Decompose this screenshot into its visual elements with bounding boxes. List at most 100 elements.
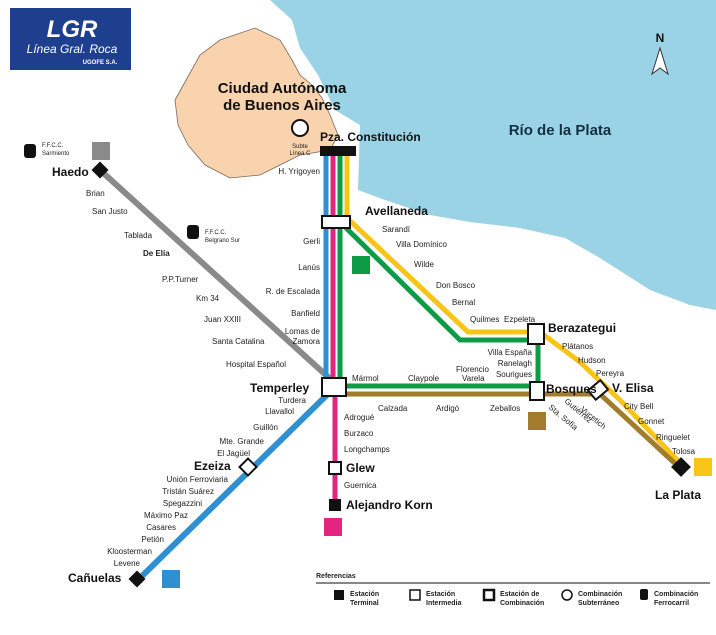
station-haedo[interactable] [91, 161, 109, 179]
label-subte-2: Línea C [289, 151, 311, 157]
station-label: Levene [114, 559, 141, 568]
label-canuelas: Cañuelas [68, 571, 122, 585]
line-green-quilmes [338, 220, 540, 343]
station-label: Hudson [578, 356, 606, 365]
label-sarmiento-2: Sarmiento [42, 151, 70, 157]
station-label: Calzada [378, 404, 408, 413]
brown-cross-labels: Calzada Ardigó Zeballos [378, 404, 520, 413]
legend-item-4-line2: Subterráneo [578, 600, 619, 607]
line-yellow-laplata [345, 216, 684, 467]
legend-item-5-line2: Ferrocarril [654, 600, 689, 607]
legend-item-3-line2: Combinación [500, 600, 544, 607]
station-label: San Justo [92, 207, 128, 216]
station-label: Guillón [253, 423, 278, 432]
river-label: Río de la Plata [509, 122, 612, 139]
station-label: Ardigó [436, 404, 460, 413]
station-label: Banfield [291, 309, 320, 318]
label-berazategui: Berazategui [548, 321, 616, 335]
station-label: Ranelagh [498, 359, 532, 368]
legend-title: Referencias [316, 573, 356, 580]
legend: Referencias Estación Terminal Estación I… [310, 568, 714, 628]
trunk-station-labels: H. Yrigoyen Gerli Lanús R. de Escalada B… [266, 167, 321, 346]
label-glew: Glew [346, 461, 375, 475]
legend-item-1-line2: Terminal [350, 600, 379, 607]
station-label: Kloosterman [107, 547, 152, 556]
station-korn[interactable] [329, 499, 341, 511]
station-constitucion[interactable] [320, 146, 356, 156]
station-glew[interactable] [328, 461, 342, 475]
legend-box [310, 568, 714, 628]
logo-company: UGOFE S.A. [83, 60, 118, 66]
station-temperley[interactable] [321, 377, 347, 397]
station-label: Villa España [488, 348, 533, 357]
station-label: P.P.Turner [162, 275, 199, 284]
station-label: Zamora [292, 337, 320, 346]
station-label: Máximo Paz [144, 511, 188, 520]
station-laplata[interactable] [671, 457, 691, 477]
haedo-station-labels: Brian San Justo Tablada P.P.Turner Km 34… [86, 189, 286, 369]
legend-item-2-line2: Intermedia [426, 600, 462, 607]
combination-square-icon [482, 588, 496, 602]
station-berazategui[interactable] [527, 323, 545, 345]
station-label: Burzaco [344, 429, 374, 438]
label-delelia: De Elía [143, 249, 170, 258]
station-label: Tristán Suárez [162, 487, 214, 496]
label-velisa: V. Elisa [612, 381, 654, 395]
label-sarmiento-1: F.F.C.C. [42, 143, 64, 149]
station-label: Varela [462, 374, 485, 383]
north-label: N [656, 31, 665, 45]
station-label: Mármol [352, 374, 379, 383]
station-label: Llavallol [265, 407, 294, 416]
station-label: Petión [141, 535, 164, 544]
station-canuelas[interactable] [128, 570, 146, 588]
station-label: City Bell [624, 402, 654, 411]
label-belgrano-2: Belgrano Sur [205, 238, 240, 244]
train-icon [187, 225, 199, 239]
station-ezeiza[interactable] [238, 457, 258, 477]
station-label: Ringuelet [656, 433, 691, 442]
station-label: Turdera [278, 396, 306, 405]
station-label: El Jagüel [217, 449, 250, 458]
train-icon [640, 589, 648, 600]
label-laplata: La Plata [655, 488, 701, 502]
city-area [174, 27, 339, 179]
city-label-line1: Ciudad Autónoma [218, 80, 347, 97]
station-label: Gerli [303, 237, 320, 246]
station-velisa[interactable] [586, 378, 610, 402]
station-label: Villa Domínico [396, 240, 448, 249]
station-label: Guernica [344, 481, 377, 490]
station-label: Wilde [414, 260, 435, 269]
station-label: Quilmes [470, 315, 499, 324]
station-label: Lomas de [285, 327, 321, 336]
label-bosques: Bosques [546, 382, 597, 396]
terminal-square-icon [334, 590, 344, 600]
station-label: Mte. Grande [220, 437, 265, 446]
bosques-link-station-labels: Villa España Ranelagh Sourigues [488, 348, 533, 379]
subway-icon [291, 119, 309, 137]
north-arrow-icon [651, 46, 669, 76]
laplata-station-labels: Plátanos Hudson Pereyra City Bell Gonnet… [562, 342, 696, 456]
station-label: Sourigues [496, 370, 532, 379]
station-label: Gonnet [638, 417, 665, 426]
station-label: Sarandí [382, 225, 411, 234]
station-label: Don Bosco [436, 281, 476, 290]
ezeiza-station-labels: Turdera Llavallol Guillón Mte. Grande El… [217, 396, 306, 458]
station-bosques[interactable] [529, 381, 545, 401]
station-label: Santa Catalina [212, 337, 265, 346]
label-ezeiza: Ezeiza [194, 459, 231, 473]
station-label: Unión Ferroviaria [167, 475, 229, 484]
label-avellaneda: Avellaneda [365, 204, 428, 218]
station-label: Casares [146, 523, 176, 532]
station-label: Spegazzini [163, 499, 202, 508]
station-label: Florencio [456, 365, 489, 374]
city-label-line2: de Buenos Aires [223, 97, 341, 114]
station-label: Plátanos [562, 342, 593, 351]
station-label: Juan XXIII [204, 315, 241, 324]
station-label: Ezpeleta [504, 315, 536, 324]
station-label: R. de Escalada [266, 287, 321, 296]
train-icon [24, 144, 36, 158]
legend-item-1-line1: Estación [350, 591, 379, 598]
label-haedo: Haedo [52, 165, 89, 179]
station-avellaneda[interactable] [321, 215, 351, 229]
